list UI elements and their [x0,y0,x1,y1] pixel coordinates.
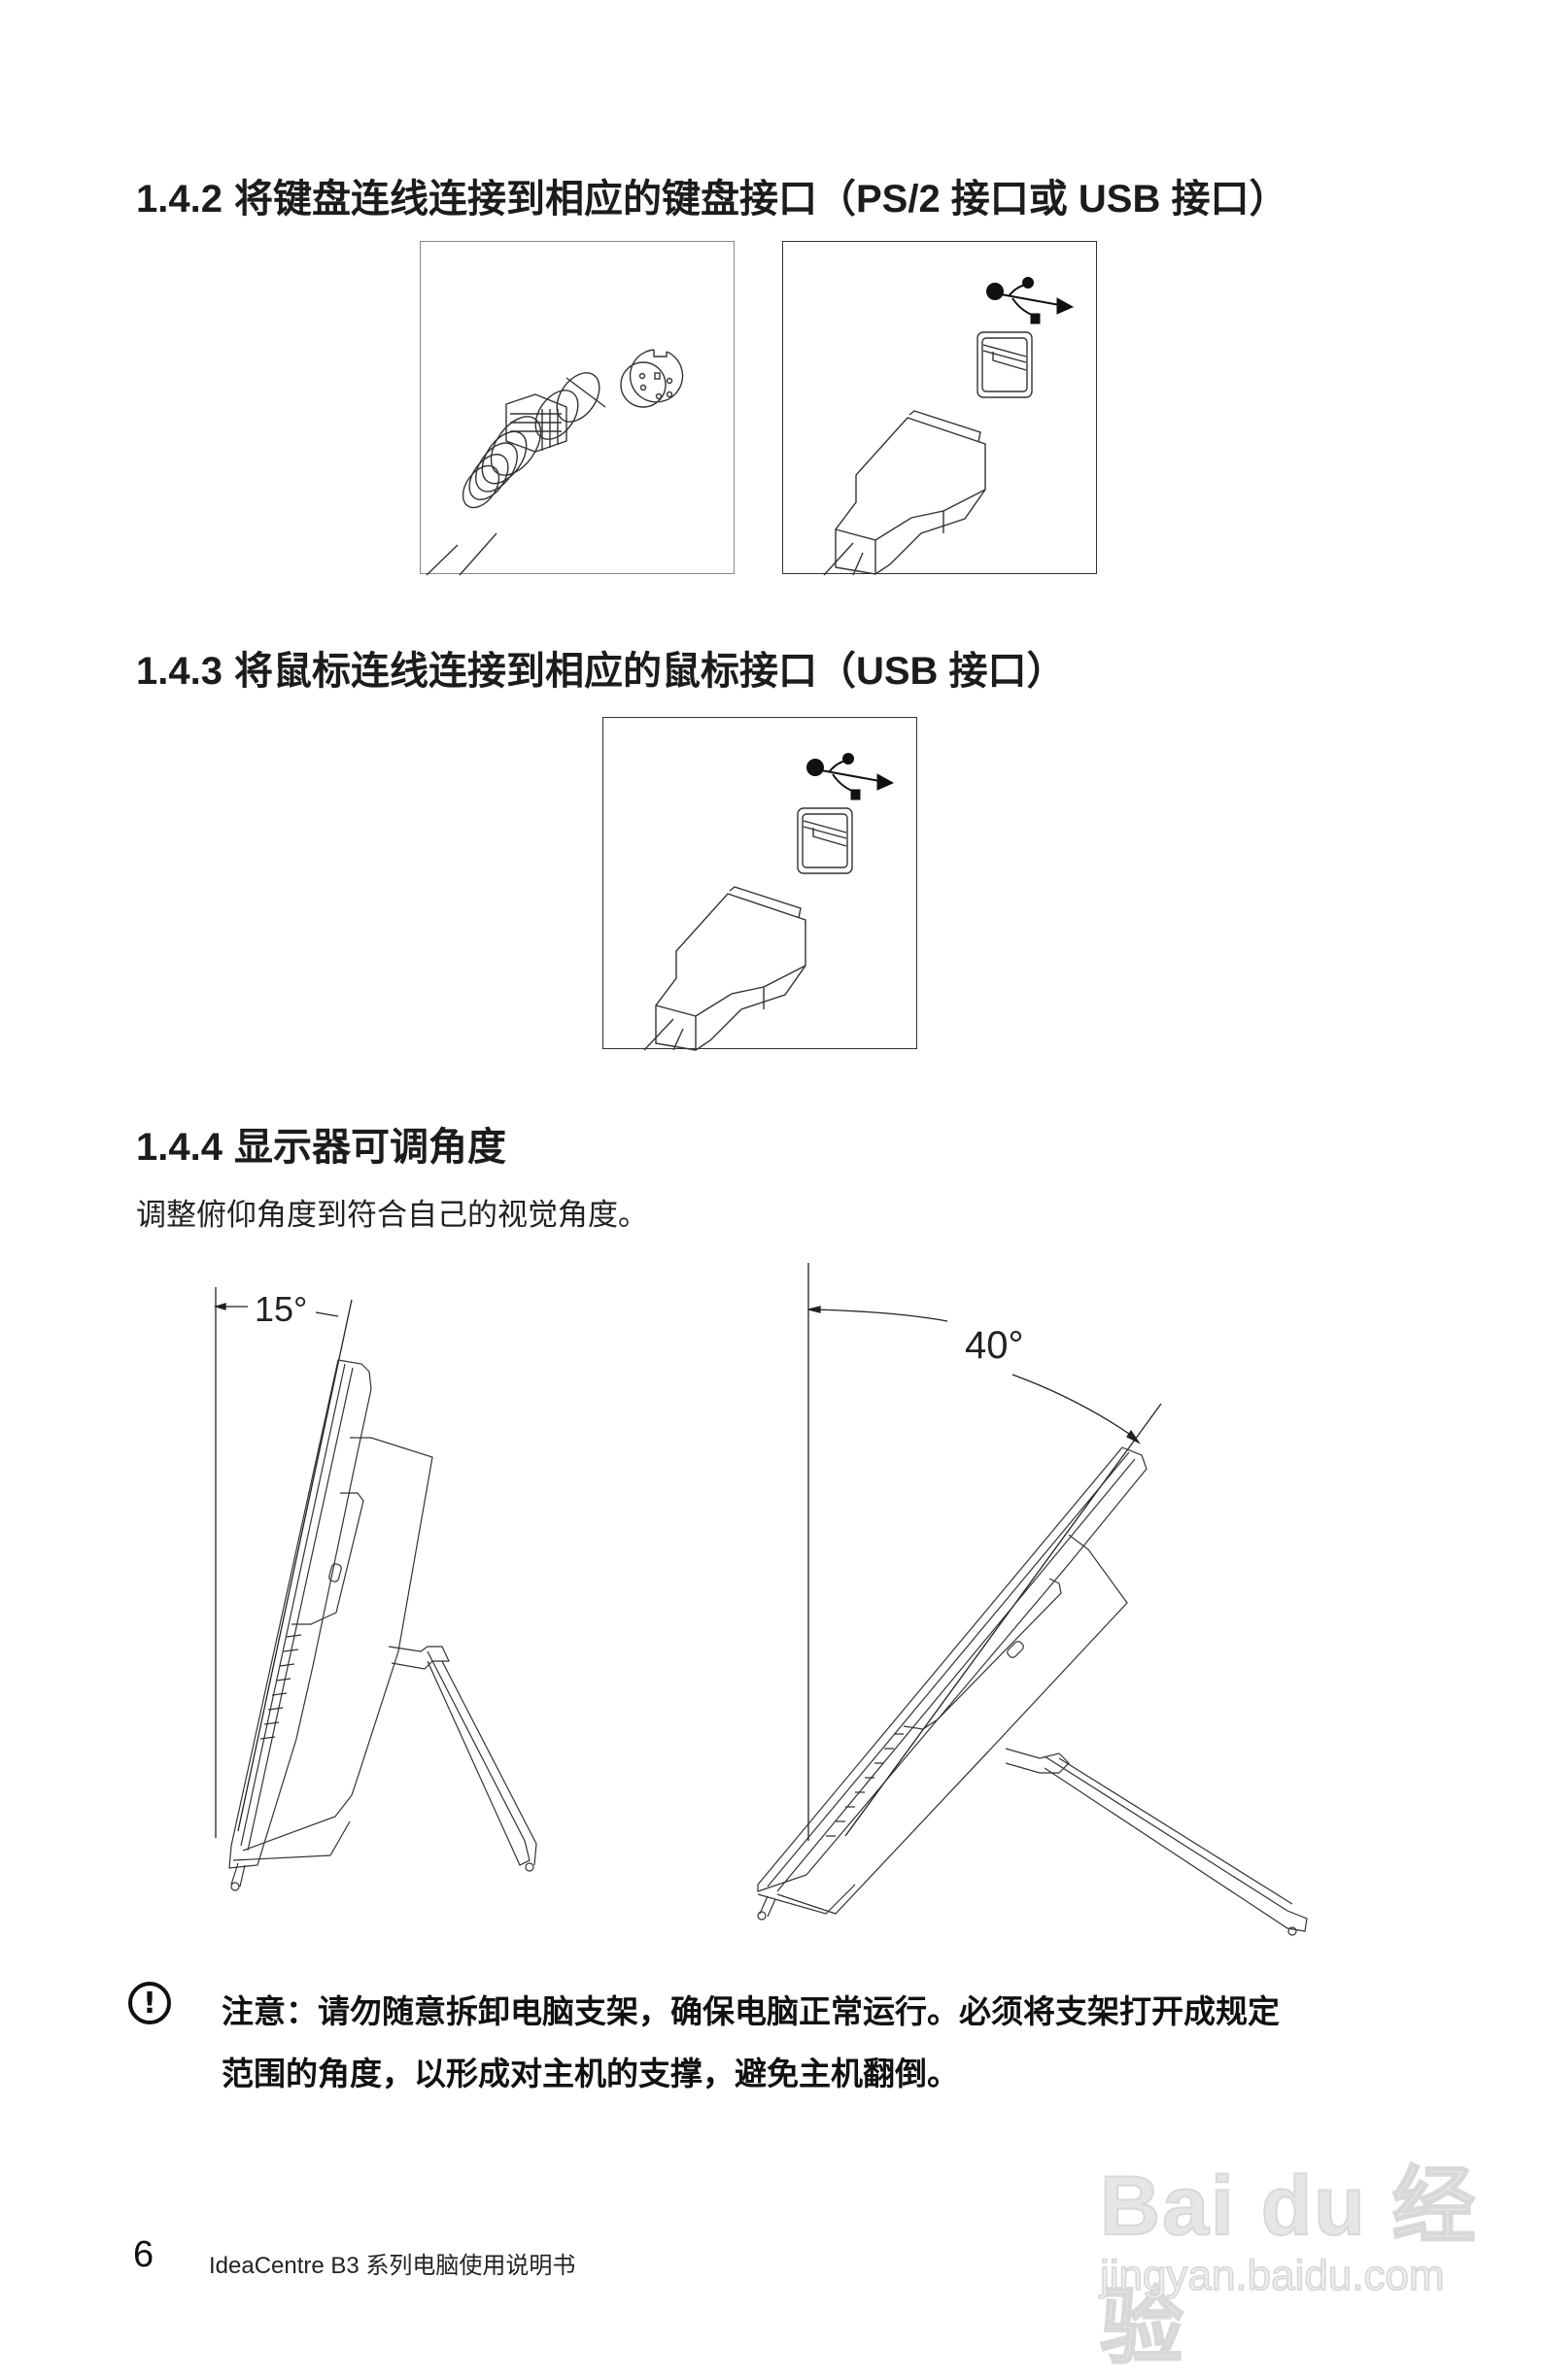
page-number: 6 [133,2234,154,2275]
monitor-tilt-15-figure: 15° [194,1263,564,1943]
section-number: 1.4.2 [136,178,223,221]
ps2-connector-icon [426,349,684,576]
mouse-usb-port-figure [602,717,917,1051]
section-number: 1.4.3 [136,650,223,693]
monitor-tilt-40-figure: 40° [748,1243,1351,1962]
section-title: 将鼠标连线连接到相应的鼠标接口（USB 接口） [233,650,1066,693]
document-title: IdeaCentre B3 系列电脑使用说明书 [209,2253,576,2279]
usb-icon [643,753,895,1051]
ps2-port-figure [420,241,735,576]
exclamation-circle-icon: ! [128,1982,171,2024]
monitor-description: 调整俯仰角度到符合自己的视觉角度。 [136,1198,648,1233]
baidu-watermark-url: jingyan.baidu.com [1099,2251,1445,2300]
usb-port-figure [782,241,1097,576]
usb-icon [823,277,1075,576]
section-number: 1.4.4 [136,1126,223,1169]
note-line-1: 注意：请勿随意拆卸电脑支架，确保电脑正常运行。必须将支架打开成规定 [222,1992,1280,2030]
note-line-2: 范围的角度，以形成对主机的支撑，避免主机翻倒。 [222,2055,959,2092]
angle-label-15: 15° [255,1289,307,1329]
section-title: 将键盘连线连接到相应的键盘接口（PS/2 接口或 USB 接口） [233,178,1288,221]
monitor-side-view-icon: 15° [213,1287,537,1891]
section-title: 显示器可调角度 [233,1126,506,1169]
angle-label-40: 40° [965,1324,1024,1367]
monitor-side-view-icon: 40° [757,1263,1308,1936]
